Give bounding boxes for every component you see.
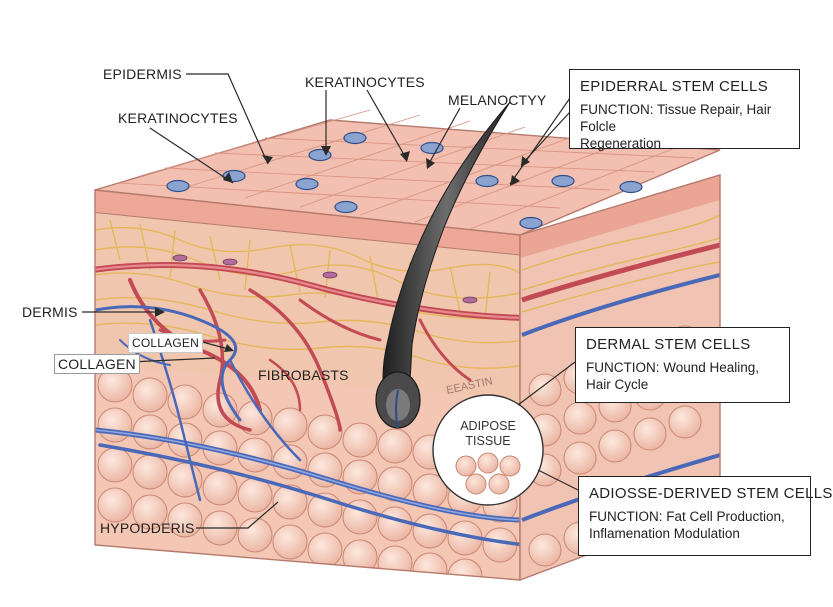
leader-dermal-box <box>517 361 576 406</box>
cell-nucleus <box>619 180 643 194</box>
leader-arrowheads <box>155 146 530 352</box>
leader-collagen-outer <box>129 357 216 363</box>
leader-epidermal-box-2 <box>509 97 571 185</box>
cell-nucleus <box>166 179 190 193</box>
label-collagen-outer: COLLAGEN <box>54 354 140 374</box>
label-keratinocytes-top: KERATINOCYTES <box>305 74 425 90</box>
callout-adipose-title: ADIOSSE-DERIVED STEM CELLS <box>589 485 833 502</box>
callout-adipose-derived-stem-cells: ADIOSSE-DERIVED STEM CELLS FUNCTION: Fat… <box>578 476 833 556</box>
callout-epidermal-stem-cells: EPIDERRAL STEM CELLS FUNCTION: Tissue Re… <box>569 69 800 151</box>
callout-epidermal-title: EPIDERRAL STEM CELLS <box>580 78 768 95</box>
cell-nucleus <box>551 174 575 188</box>
leader-melanocyty <box>426 107 461 168</box>
leader-keratinocytes-left <box>149 127 234 184</box>
hair-follicle <box>375 101 511 429</box>
label-adipose-tissue: ADIPOSE TISSUE <box>460 419 516 448</box>
cell-nucleus <box>295 177 319 191</box>
callout-adipose-body: FUNCTION: Fat Cell Production, Inflamena… <box>589 509 785 541</box>
keratinocyte-cell-grid <box>119 109 696 230</box>
keratinocyte-nuclei <box>166 131 643 230</box>
label-fibrobasts: FIBROBASTS <box>258 367 349 383</box>
adipose-tissue-inset <box>432 394 544 506</box>
callout-dermal-stem-cells: DERMAL STEM CELLS FUNCTION: Wound Healin… <box>575 327 790 403</box>
leader-keratinocytes-top-2 <box>366 89 408 161</box>
label-melanocyty: MELANOCTYY <box>448 92 547 108</box>
label-dermis: DERMIS <box>22 304 78 320</box>
cell-nucleus <box>334 200 358 214</box>
cell-nucleus <box>475 174 499 188</box>
cell-nucleus <box>343 131 367 145</box>
leader-lines <box>82 73 579 529</box>
leader-epidermis <box>186 73 269 165</box>
callout-epidermal-body: FUNCTION: Tissue Repair, Hair Folcle Reg… <box>580 102 772 151</box>
cell-nucleus <box>519 216 543 230</box>
callout-dermal-title: DERMAL STEM CELLS <box>586 336 751 353</box>
callout-dermal-body: FUNCTION: Wound Healing, Hair Cycle <box>586 360 760 392</box>
leader-hypodderis <box>196 501 279 529</box>
label-hypodderis: HYPODDERIS <box>100 520 195 536</box>
label-keratinocytes-left: KERATINOCYTES <box>118 110 238 126</box>
cell-nucleus <box>420 141 444 155</box>
label-epidermis: EPIDERMIS <box>103 66 182 82</box>
label-collagen-inner: COLLAGEN <box>128 333 203 353</box>
leader-adipose-box <box>537 469 579 491</box>
